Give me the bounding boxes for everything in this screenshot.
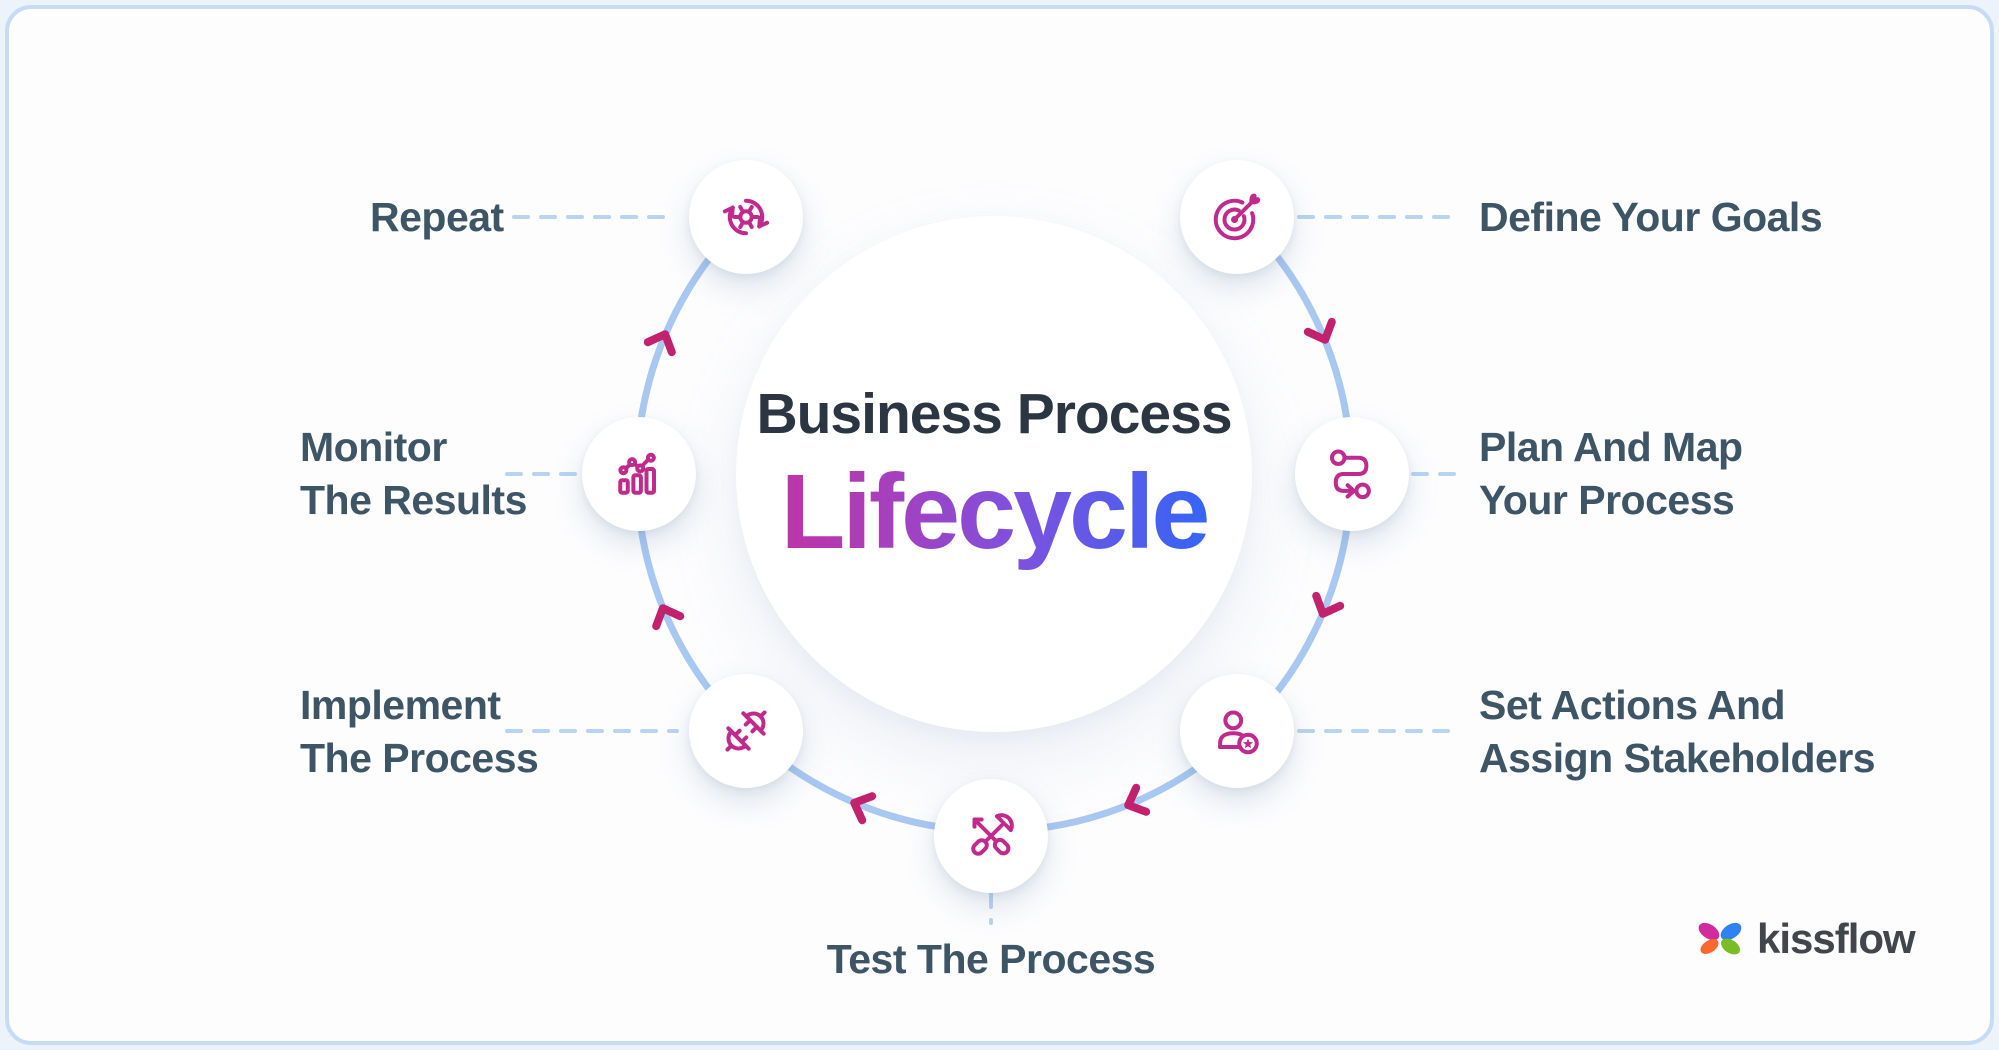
- flow-arrow: [643, 330, 676, 357]
- title-line2: Lifecycle: [644, 451, 1344, 573]
- sync-gear-icon: [722, 198, 770, 236]
- card: Business Process Lifecycle: [5, 5, 1994, 1045]
- flow-arrow: [850, 792, 877, 825]
- chart-trend-icon: [618, 452, 656, 495]
- step-node-implement: [689, 674, 803, 788]
- step-node-define-goals: [1180, 160, 1294, 274]
- plug-icon: [725, 710, 767, 752]
- tools-icon: [971, 813, 1014, 856]
- kissflow-butterfly-icon: [1698, 922, 1742, 955]
- kissflow-logo: kissflow: [1693, 912, 1916, 966]
- flow-arrow: [652, 604, 685, 631]
- step-label-monitor: Monitor The Results: [300, 424, 527, 523]
- step-node-set-actions: [1180, 674, 1294, 788]
- step-label-repeat: Repeat: [370, 194, 504, 240]
- step-label-test-process: Test The Process: [826, 936, 1156, 982]
- route-icon: [1330, 449, 1371, 500]
- step-node-monitor: [582, 417, 696, 531]
- step-node-test-process: [934, 779, 1048, 893]
- step-label-implement: Implement The Process: [300, 682, 539, 781]
- person-star-icon: [1218, 710, 1259, 755]
- kissflow-wordmark: kissflow: [1757, 915, 1916, 962]
- step-label-set-actions: Set Actions And Assign Stakeholders: [1479, 682, 1876, 781]
- target-dart-icon: [1213, 193, 1261, 241]
- step-label-plan-map: Plan And Map Your Process: [1479, 424, 1743, 523]
- flow-arrow: [1303, 317, 1336, 344]
- step-node-plan-map: [1295, 417, 1409, 531]
- title-line1: Business Process: [756, 382, 1232, 446]
- center-circle: [736, 216, 1252, 732]
- step-label-define-goals: Define Your Goals: [1479, 194, 1823, 240]
- step-node-repeat: [689, 160, 803, 274]
- flow-arrow: [1124, 783, 1151, 816]
- flow-arrow: [1312, 591, 1345, 618]
- diagram-title: Business Process Lifecycle: [644, 377, 1344, 573]
